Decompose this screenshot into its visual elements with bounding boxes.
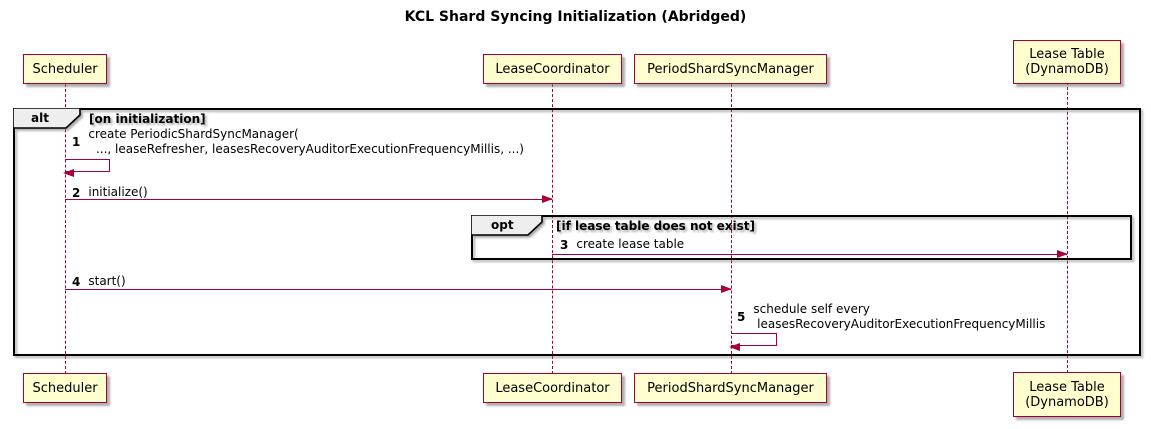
participant-label: Scheduler [32, 61, 98, 77]
participant-label: LeaseCoordinator [495, 380, 610, 396]
participant-top-period-shard-sync-manager: PeriodShardSyncManager [634, 54, 827, 84]
message-5-number: 5 [737, 310, 746, 324]
arrowhead-right-icon [1057, 250, 1068, 258]
participant-bottom-lease-coordinator: LeaseCoordinator [483, 373, 622, 403]
participant-label: LeaseCoordinator [495, 61, 610, 77]
message-4-arrow [65, 285, 732, 293]
message-1-text: create PeriodicShardSyncManager( ..., le… [88, 127, 524, 156]
message-5: 5 schedule self every leasesRecoveryAudi… [737, 302, 1045, 332]
arrowhead-left-icon [729, 342, 740, 351]
participant-top-scheduler: Scheduler [23, 54, 107, 84]
message-1-self-arrow [63, 159, 110, 177]
message-3-text: create lease table [576, 237, 685, 251]
message-3: 3 create lease table [560, 237, 684, 252]
alt-condition: [on initialization] [89, 112, 206, 126]
alt-frame-pentagon [13, 108, 81, 129]
opt-frame: opt [if lease table does not exist] [471, 215, 1132, 260]
message-5-text: schedule self every leasesRecoveryAudito… [753, 302, 1046, 331]
message-2-number: 2 [72, 185, 81, 200]
participant-label: Lease Table (DynamoDB) [1025, 47, 1109, 77]
message-3-number: 3 [560, 237, 569, 252]
arrowhead-right-icon [721, 285, 732, 293]
opt-condition: [if lease table does not exist] [556, 219, 756, 233]
participant-bottom-lease-table: Lease Table (DynamoDB) [1013, 372, 1121, 417]
alt-frame: alt [on initialization] [13, 108, 1141, 356]
message-2-text: initialize() [88, 185, 148, 199]
opt-keyword: opt [491, 218, 514, 232]
alt-keyword: alt [31, 111, 49, 125]
message-4: 4 start() [72, 274, 126, 289]
diagram-title: KCL Shard Syncing Initialization (Abridg… [404, 9, 747, 25]
message-4-number: 4 [72, 274, 81, 289]
participant-bottom-period-shard-sync-manager: PeriodShardSyncManager [634, 373, 827, 403]
message-3-arrow [552, 250, 1068, 258]
message-2: 2 initialize() [72, 185, 148, 200]
lifeline-lease-table [1067, 82, 1068, 373]
opt-frame-pentagon [471, 215, 543, 236]
participant-label: Scheduler [32, 380, 98, 396]
participant-label: PeriodShardSyncManager [647, 61, 814, 77]
arrowhead-left-icon [63, 168, 74, 177]
participant-label: PeriodShardSyncManager [647, 380, 814, 396]
lifeline-period-shard-sync-manager [731, 84, 732, 374]
participant-top-lease-coordinator: LeaseCoordinator [483, 54, 622, 84]
arrowhead-right-icon [542, 195, 553, 203]
lifeline-scheduler [65, 84, 66, 374]
participant-label: Lease Table (DynamoDB) [1025, 379, 1109, 410]
lifeline-lease-coordinator [552, 84, 553, 374]
message-1: 1 create PeriodicShardSyncManager( ..., … [72, 127, 524, 157]
participant-top-lease-table: Lease Table (DynamoDB) [1013, 40, 1121, 84]
message-5-self-arrow [729, 333, 777, 351]
message-4-text: start() [88, 274, 126, 288]
message-1-number: 1 [72, 135, 81, 149]
message-2-arrow [65, 195, 553, 203]
participant-bottom-scheduler: Scheduler [23, 373, 107, 403]
